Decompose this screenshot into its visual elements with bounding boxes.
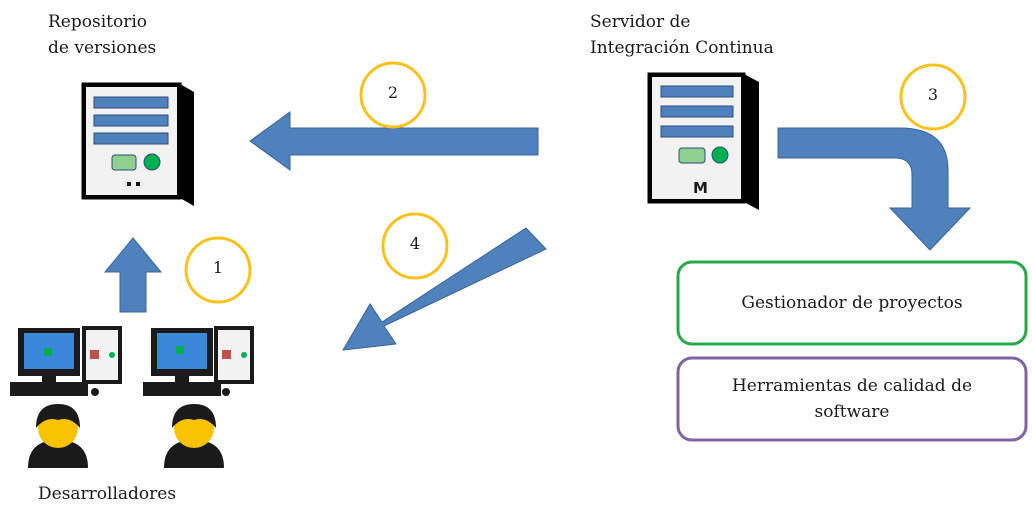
quality-tools-box bbox=[676, 356, 1028, 442]
developer-person-icon-1 bbox=[28, 404, 88, 468]
step-circle-1 bbox=[184, 236, 252, 304]
ci-server-label-line1: Servidor de bbox=[590, 12, 691, 32]
developers-label: Desarrolladores bbox=[38, 484, 177, 504]
step-circle-2 bbox=[359, 61, 427, 129]
repository-label-line2: de versiones bbox=[48, 38, 157, 58]
developer-computer-icon-1 bbox=[10, 326, 122, 396]
project-manager-box bbox=[676, 260, 1028, 346]
step-number-2: 2 bbox=[387, 83, 399, 102]
arrow-4-to-developers bbox=[342, 227, 547, 351]
ci-server-icon bbox=[647, 72, 759, 210]
step-number-4: 4 bbox=[409, 234, 421, 253]
arrow-2-to-repository bbox=[249, 111, 539, 171]
step-number-1: 1 bbox=[212, 258, 224, 277]
quality-tools-label: Herramientas de calidad de software bbox=[731, 376, 973, 422]
arrow-3-to-tools bbox=[777, 127, 972, 251]
repository-server-icon bbox=[81, 82, 194, 206]
step-number-3: 3 bbox=[927, 85, 939, 104]
ci-server-marker: M bbox=[693, 179, 708, 197]
step-circle-4 bbox=[381, 212, 449, 280]
arrow-1-to-repository bbox=[103, 237, 163, 313]
developer-person-icon-2 bbox=[164, 404, 224, 468]
ci-server-label-line2: Integración Continua bbox=[590, 38, 774, 58]
project-manager-label: Gestionador de proyectos bbox=[741, 293, 963, 313]
developer-computer-icon-2 bbox=[143, 326, 254, 396]
repository-label-line1: Repositorio bbox=[48, 12, 148, 32]
step-circle-3 bbox=[899, 63, 967, 131]
